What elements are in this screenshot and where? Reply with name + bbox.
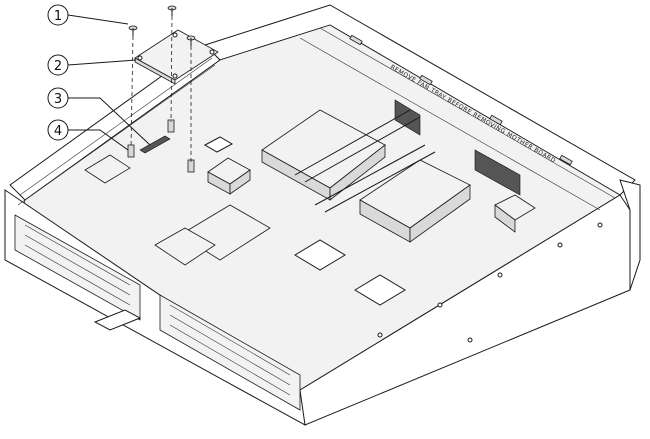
- callout-3: 3: [47, 87, 151, 146]
- board-components: [84, 136, 406, 306]
- heatsink-large-front: [359, 159, 471, 243]
- callout-4-label: 4: [54, 124, 62, 139]
- screw-1a: [128, 25, 138, 36]
- heatsink-right: [494, 194, 536, 233]
- memory-slots: [294, 109, 436, 213]
- callout-1-label: 1: [54, 9, 62, 24]
- callout-1: 1: [47, 4, 129, 26]
- callout-3-label: 3: [54, 92, 62, 107]
- standoffs: [127, 119, 195, 173]
- front-port-modules: [14, 214, 301, 411]
- callout-2-label: 2: [54, 59, 62, 74]
- connector: [139, 135, 171, 154]
- left-wall-rail: [17, 57, 216, 206]
- back-wall-vents: [299, 27, 616, 211]
- screw-1b: [167, 5, 177, 16]
- chassis-body: [4, 4, 641, 426]
- screws: [128, 5, 196, 46]
- front-face-screws: [377, 222, 603, 343]
- fan-tray-vents: [394, 99, 521, 196]
- daughter-card: [134, 29, 219, 85]
- callout-4: 4: [47, 119, 129, 151]
- screw-1c: [186, 35, 196, 46]
- alignment-lines: [130, 15, 192, 162]
- heatsink-small: [207, 157, 251, 195]
- callout-2: 2: [47, 54, 137, 76]
